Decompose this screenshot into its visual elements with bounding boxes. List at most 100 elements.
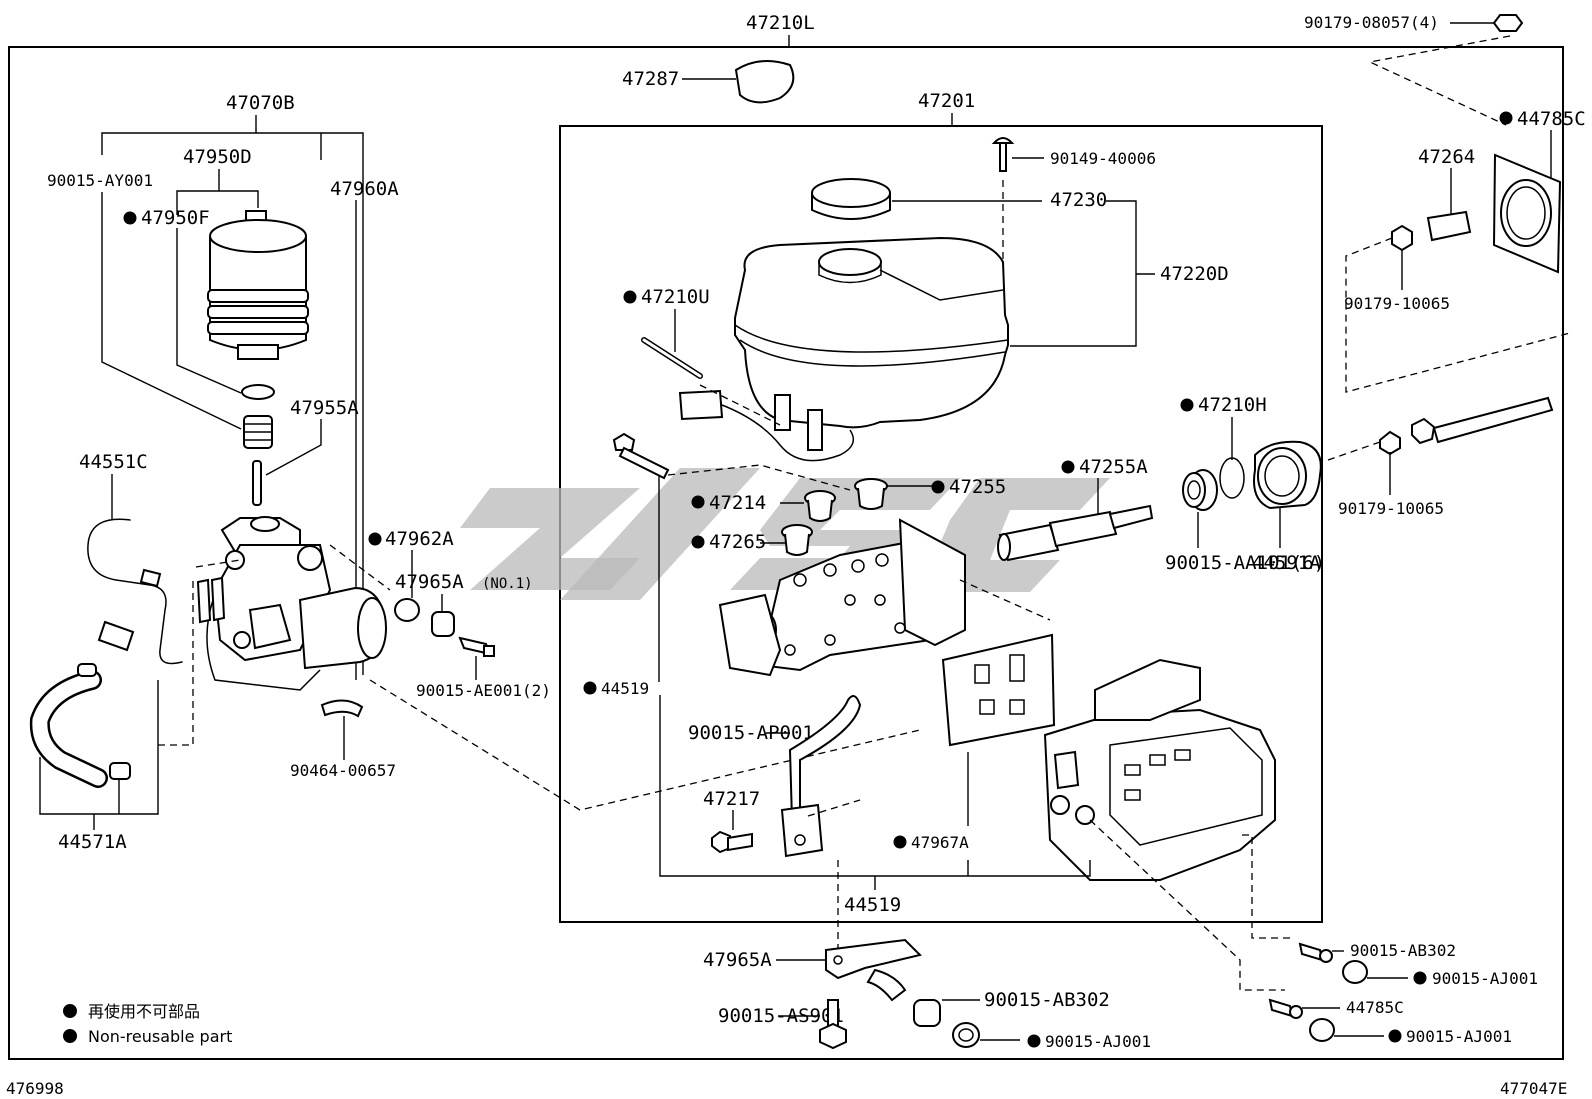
non-reusable-marker: [931, 480, 945, 494]
bracket-47264: [1426, 210, 1472, 242]
part-label-47955A: 47955A: [290, 397, 359, 419]
part-label-90179-10065-upper: 90179-10065: [1344, 294, 1450, 313]
part-label-47950D: 47950D: [183, 146, 252, 168]
part-label-47967A: 47965A: [703, 949, 772, 971]
boot-47265: [1253, 440, 1322, 510]
part-label-47204: 47255A: [1079, 456, 1148, 478]
snap-ring-47210H: [1219, 457, 1245, 499]
part-label-44591A: 90015-AP001: [688, 722, 814, 744]
part-label-47960A: 47960A: [330, 178, 399, 200]
non-reusable-marker: [1027, 1034, 1041, 1048]
pump-motor-assembly: [196, 516, 387, 691]
part-label-90179-10065-lower: 90179-10065: [1338, 499, 1444, 518]
part-label-47962A: 47962A: [385, 528, 454, 550]
part-label-47950F: 47950F: [141, 207, 210, 229]
non-reusable-marker: [691, 535, 705, 549]
non-reusable-marker: [583, 681, 597, 695]
part-label-47255-lower: 47265: [709, 531, 766, 553]
inner-label: 47201: [918, 90, 975, 112]
part-label-47070B: 47070B: [226, 92, 295, 114]
part-label-44551C: 44551C: [79, 451, 148, 473]
part-label-47210U: 47210U: [641, 286, 710, 308]
non-reusable-marker: [123, 211, 137, 225]
part-label-90015-AP001: 47967A: [911, 833, 969, 852]
top-label: 47210L: [746, 12, 815, 34]
part-label-90015-AS901: 90015-AJ001: [1045, 1032, 1151, 1051]
clip-90464-00657: [320, 699, 364, 718]
clamp-lower: [109, 762, 131, 780]
legend-marker-jp: [63, 1004, 77, 1018]
part-label-90015-AB302-upper: 90015-AB302: [1350, 941, 1456, 960]
seal-90015-AS901: [952, 1022, 980, 1048]
part-label-44519-upper: 47217: [703, 788, 760, 810]
o-ring-90015-AY001: [241, 384, 275, 400]
nut-90179-10065-upper: [1391, 224, 1413, 252]
part-label-90015-AA101: 44519: [601, 679, 649, 698]
plug-47255A: [804, 490, 836, 522]
non-reusable-marker: [1499, 111, 1513, 125]
gasket-47287: [734, 60, 795, 104]
bottom-left-code: 476998: [6, 1079, 64, 1098]
part-label-47264: 47264: [1418, 146, 1475, 168]
part-label-47255-upper: 47255: [949, 476, 1006, 498]
pin-47955A: [252, 460, 262, 506]
watermark-logo: [460, 468, 1110, 600]
clamp-upper: [77, 663, 97, 677]
part-label-47255A: 47214: [709, 492, 766, 514]
non-reusable-marker: [1413, 971, 1427, 985]
bottom-right-code: 477047E: [1500, 1079, 1567, 1098]
legend-marker-en: [63, 1029, 77, 1043]
part-label-90015-AJ001-upper: 90015-AJ001: [1432, 969, 1538, 988]
part-label-90015-AB302-lower: 44785C: [1346, 998, 1404, 1017]
bolt-90015-AA101: [612, 432, 636, 451]
seal-47962A: [394, 598, 420, 622]
part-label-47220D: 47220D: [1160, 263, 1229, 285]
master-cylinder-body: [718, 518, 966, 677]
gasket-44785C: [1492, 153, 1562, 274]
piston-47204: [997, 504, 1154, 562]
part-label-47965A-no1: 47965A: [395, 571, 464, 593]
non-reusable-marker: [623, 290, 637, 304]
filter-47965A-no2: [913, 999, 941, 1027]
seal-47214: [1182, 469, 1218, 511]
spring-47950F: [243, 415, 273, 449]
bracket-44591A: [780, 695, 862, 858]
part-label-47230: 47230: [1050, 189, 1107, 211]
non-reusable-marker: [691, 495, 705, 509]
part-label-90149-40006: 90149-40006: [1050, 149, 1156, 168]
part-label-47214: 90015-AA101(6): [1165, 552, 1325, 574]
nut-90015-AJ001-upper: [1342, 960, 1368, 984]
cap-47230: [811, 178, 891, 220]
part-label-47210H: 47210H: [1198, 394, 1267, 416]
part-label-47217: 44519: [844, 894, 901, 916]
push-rod-assembly: [1379, 396, 1554, 456]
bracket-47967A: [825, 938, 922, 1002]
part-label-90015-AE001: 90015-AE001(2): [416, 681, 551, 700]
screw-90149-40006: [991, 137, 1015, 144]
screw-90015-AB302-upper: [1298, 942, 1324, 962]
part-label-90464-00657: 90464-00657: [290, 761, 396, 780]
bolt-90179-08057: [1492, 14, 1524, 32]
filter-canister-47950D: [207, 210, 309, 360]
legend-text-en: Non-reusable part: [88, 1027, 232, 1046]
part-label-47965A-no2: 90015-AB302: [984, 989, 1110, 1011]
part-label-90015-AY001: 90015-AY001: [47, 171, 153, 190]
reservoir-sensor-connector: [678, 389, 724, 421]
non-reusable-marker: [1388, 1029, 1402, 1043]
part-sub-47965A-no1: (NO.1): [482, 576, 533, 592]
plug-47255-lower: [781, 524, 813, 556]
nut-90015-AJ001-lower: [1309, 1018, 1335, 1042]
plug-47255-upper: [854, 478, 888, 510]
part-label-47287: 47287: [622, 68, 679, 90]
part-label-90015-AJ001-lower: 90015-AJ001: [1406, 1027, 1512, 1046]
outer-frame: [8, 46, 1564, 1060]
actuator-unit: [941, 633, 1276, 881]
filter-47965A-no1: [431, 611, 455, 637]
non-reusable-marker: [893, 835, 907, 849]
screw-90015-AB302-lower: [1268, 998, 1294, 1018]
part-label-44571A: 44571A: [58, 831, 127, 853]
non-reusable-marker: [368, 532, 382, 546]
legend-text-jp: 再使用不可部品: [88, 1002, 200, 1021]
reservoir-47220D: [734, 236, 1009, 451]
